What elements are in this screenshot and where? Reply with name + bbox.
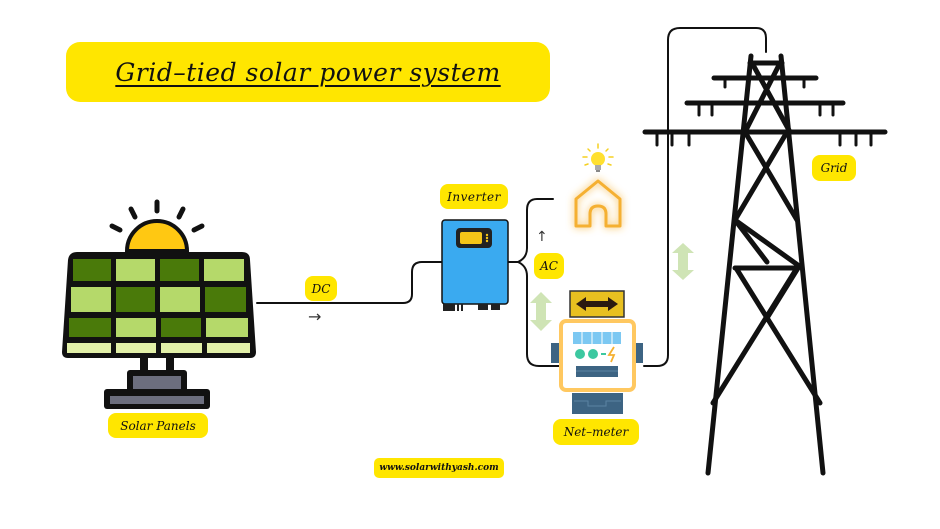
dc-label: DC <box>305 276 337 301</box>
dc-wire <box>256 261 443 304</box>
home-icon <box>574 179 622 228</box>
double-arrow-icon <box>672 243 694 280</box>
net-meter-icon <box>551 290 643 414</box>
ac-to-home-arrow: ↑ <box>536 229 548 245</box>
diagram-title: Grid–tied solar power system <box>66 42 550 102</box>
double-arrow-icon <box>530 292 552 331</box>
dc-flow-arrow: → <box>308 307 321 326</box>
website-watermark: www.solarwithyash.com <box>374 458 504 478</box>
solar-panel-icon <box>62 199 256 409</box>
inverter-label: Inverter <box>440 184 508 209</box>
light-bulb-icon <box>582 143 614 172</box>
transmission-tower-icon <box>642 53 888 476</box>
meter-wire <box>517 261 561 367</box>
grid-wire <box>643 27 767 367</box>
solar-panels-label: Solar Panels <box>108 413 208 438</box>
sun-icon <box>109 199 205 253</box>
wires <box>256 27 767 367</box>
ac-label: AC <box>534 253 564 279</box>
grid-label: Grid <box>812 155 856 181</box>
net-meter-label: Net–meter <box>553 419 639 445</box>
inverter-icon <box>441 219 509 311</box>
home-wire <box>517 198 554 263</box>
